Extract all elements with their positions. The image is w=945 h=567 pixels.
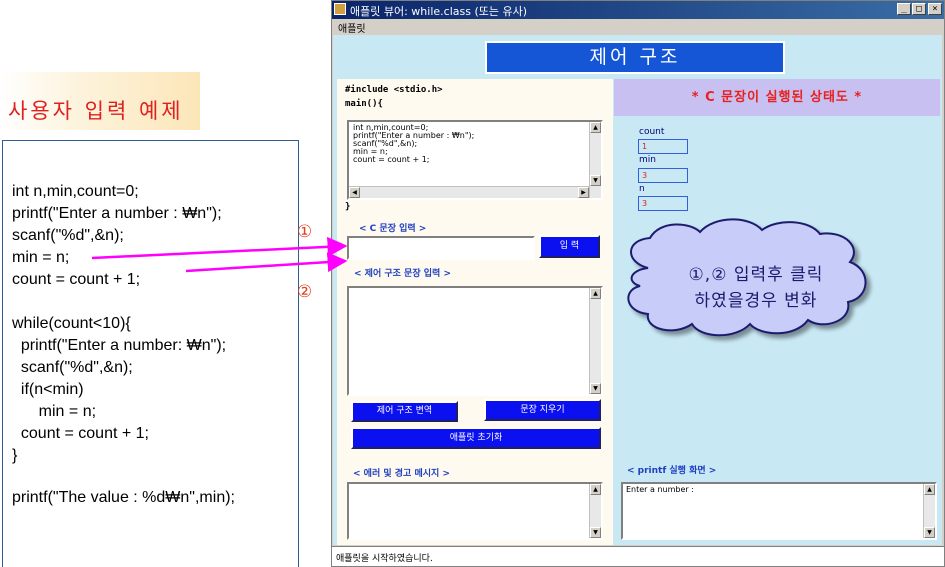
code-area-line: count = count + 1; (353, 155, 430, 164)
reset-applet-button[interactable]: 애플릿 초기화 (351, 427, 601, 449)
menubar: 애플릿 (332, 19, 944, 35)
printf-output-text: Enter a number : (626, 485, 694, 494)
scroll-up-icon[interactable]: ▲ (590, 484, 601, 495)
c-statement-label: < C 문장 입력 > (359, 224, 427, 234)
menu-applet[interactable]: 애플릿 (338, 24, 366, 35)
code-line: count = count + 1; (12, 425, 149, 442)
scroll-down-icon[interactable]: ▼ (590, 383, 601, 394)
code-line: scanf("%d",&n); (12, 359, 133, 376)
slide-title: 사용자 입력 예제 (8, 99, 184, 123)
vertical-scrollbar[interactable]: ▲ ▼ (589, 122, 601, 198)
scroll-right-icon[interactable]: ▶ (578, 187, 589, 198)
clear-statement-button[interactable]: 문장 지우기 (484, 399, 601, 421)
scroll-down-icon[interactable]: ▼ (924, 527, 935, 538)
arrow-1 (91, 236, 348, 260)
applet-body: 제어 구조 #include <stdio.h> main(){ int n,m… (333, 35, 942, 545)
execution-state-header: * C 문장이 실행된 상태도 * (614, 79, 940, 116)
variable-label-min: min (639, 155, 656, 165)
scroll-up-icon[interactable]: ▲ (590, 288, 601, 299)
code-line: } (12, 447, 18, 464)
error-message-label: < 에러 및 경고 메시지 > (353, 469, 450, 479)
code-line: scanf("%d",&n); (12, 227, 124, 244)
left-panel: #include <stdio.h> main(){ int n,min,cou… (337, 79, 613, 545)
callout-text: ①,② 입력후 클릭 하였을경우 변화 (640, 262, 872, 314)
control-statement-textarea[interactable]: ▲ ▼ (347, 286, 603, 396)
example-code-box: int n,min,count=0; printf("Enter a numbe… (2, 140, 299, 567)
callout-cloud (627, 218, 867, 337)
status-text: 애플릿을 시작하였습니다. (336, 554, 433, 564)
code-line: printf("Enter a number : ₩n"); (12, 205, 222, 222)
variable-value-min: 3 (638, 168, 688, 183)
scroll-left-icon[interactable]: ◀ (349, 187, 360, 198)
close-icon[interactable]: × (928, 3, 942, 15)
applet-viewer-window: 애플릿 뷰어: while.class (또는 유사) _ □ × 애플릿 제어… (331, 0, 945, 567)
arrow-2 (185, 252, 348, 273)
variable-label-n: n (639, 184, 645, 194)
code-line: int n,min,count=0; (12, 183, 139, 200)
variable-value-count: 1 (638, 139, 688, 154)
code-textarea[interactable]: int n,min,count=0; printf("Enter a numbe… (347, 120, 603, 200)
scroll-down-icon[interactable]: ▼ (590, 175, 601, 186)
callout-text-line1: ①,② 입력후 클릭 (688, 265, 824, 285)
code-area-line: printf("Enter a number : ₩n"); (353, 131, 475, 140)
code-line: min = n; (12, 249, 70, 266)
scroll-up-icon[interactable]: ▲ (924, 484, 935, 495)
minimize-icon[interactable]: _ (897, 3, 911, 15)
code-area-line: min = n; (353, 147, 388, 156)
scroll-down-icon[interactable]: ▼ (590, 527, 601, 538)
status-bar: 애플릿을 시작하였습니다. (332, 546, 944, 566)
code-line: printf("Enter a number: ₩n"); (12, 337, 227, 354)
printf-output-label: < printf 실행 화면 > (627, 466, 717, 476)
window-title: 애플릿 뷰어: while.class (또는 유사) (350, 5, 528, 18)
vertical-scrollbar[interactable]: ▲ ▼ (589, 484, 601, 538)
slide-title-background (0, 72, 200, 130)
marker-2: ② (297, 282, 313, 302)
code-line: if(n<min) (12, 381, 84, 398)
marker-1: ① (297, 222, 313, 242)
app-icon (334, 3, 346, 15)
close-brace: } (345, 202, 351, 212)
control-statement-label: < 제어 구조 문장 입력 > (354, 269, 451, 279)
vertical-scrollbar[interactable]: ▲ ▼ (589, 288, 601, 394)
variable-label-count: count (639, 127, 665, 137)
input-button[interactable]: 입 력 (539, 235, 600, 258)
code-line: printf("The value : %d₩n",min); (12, 489, 235, 506)
variable-value-n: 3 (638, 196, 688, 211)
callout-text-line2: 하였을경우 변화 (694, 291, 818, 311)
control-translate-button[interactable]: 제어 구조 변역 (351, 401, 458, 422)
main-header: main(){ (345, 99, 383, 109)
window-titlebar[interactable]: 애플릿 뷰어: while.class (또는 유사) _ □ × (332, 1, 944, 19)
code-area-line: int n,min,count=0; (353, 123, 429, 132)
scroll-up-icon[interactable]: ▲ (590, 122, 601, 133)
code-area-line: scanf("%d",&n); (353, 139, 418, 148)
horizontal-scrollbar[interactable]: ◀ ▶ (349, 186, 589, 198)
error-message-textarea[interactable]: ▲ ▼ (347, 482, 603, 540)
banner-title: 제어 구조 (485, 41, 785, 74)
c-statement-input[interactable] (347, 236, 535, 260)
code-line: while(count<10){ (12, 315, 131, 332)
maximize-icon[interactable]: □ (912, 3, 926, 15)
printf-output-textarea[interactable]: Enter a number : ▲ ▼ (621, 482, 937, 540)
include-header: #include <stdio.h> (345, 85, 443, 95)
code-line: min = n; (12, 403, 97, 420)
code-line: count = count + 1; (12, 271, 141, 288)
vertical-scrollbar[interactable]: ▲ ▼ (923, 484, 935, 538)
